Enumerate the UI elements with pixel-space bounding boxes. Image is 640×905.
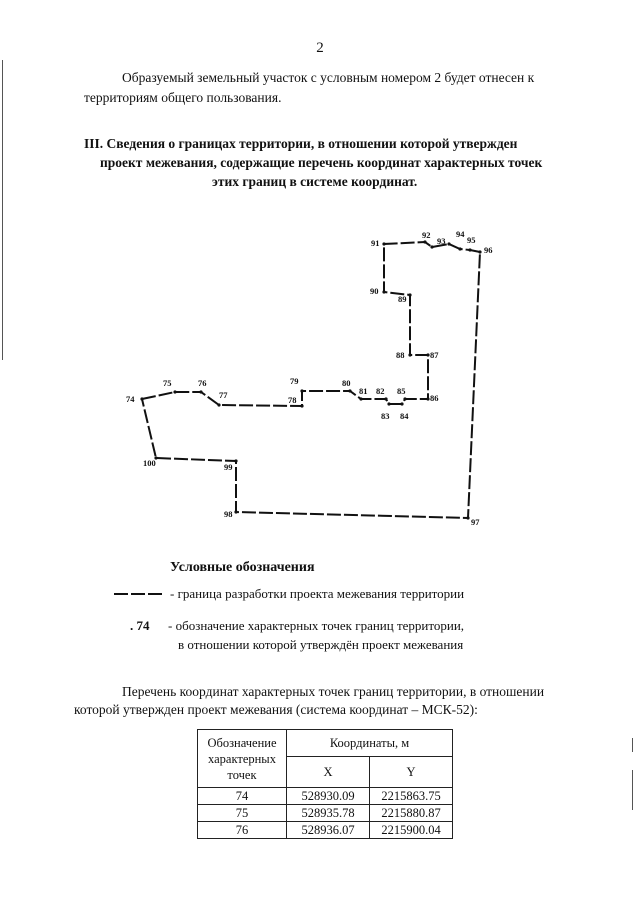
plan-label-100: 100 (143, 458, 156, 468)
legend-boundary-sample (114, 593, 162, 595)
plan-label-88: 88 (396, 350, 405, 360)
table-subheader-row: X Y (198, 756, 453, 788)
intro-line-1: Образуемый земельный участок с условным … (122, 70, 535, 85)
page-number: 2 (316, 40, 324, 56)
section-title-line-1: III. Сведения о границах территории, в о… (84, 136, 518, 151)
boundary-point-marker (217, 403, 221, 407)
boundary-point-marker (300, 389, 304, 393)
cell-y: 2215863.75 (369, 787, 453, 805)
plan-label-74: 74 (126, 394, 135, 404)
plan-label-86: 86 (430, 393, 439, 403)
table-row: 76 528936.07 2215900.04 (197, 821, 453, 839)
cell-point: 75 (197, 804, 287, 822)
legend-point-text-line-2: в отношении которой утверждён проект меж… (178, 637, 464, 652)
list-intro-line-1: Перечень координат характерных точек гра… (122, 684, 545, 699)
header-y: Y (369, 756, 453, 788)
boundary-point-marker (300, 404, 304, 408)
legend-point-text-line-1: - обозначение характерных точек границ т… (168, 618, 465, 633)
boundary-point-marker (423, 240, 427, 244)
cell-y: 2215880.87 (369, 804, 453, 822)
plan-label-99: 99 (224, 462, 233, 472)
cell-y: 2215900.04 (369, 821, 453, 839)
coordinates-table: Обозначение характерных точек Координаты… (197, 729, 453, 839)
boundary-point-marker (400, 402, 404, 406)
boundary-point-marker (234, 510, 238, 514)
plan-label-84: 84 (400, 411, 409, 421)
boundary-point-marker (173, 390, 177, 394)
boundary-plan: 74 75 76 77 78 79 80 81 82 83 84 85 86 8… (126, 229, 493, 527)
plan-label-75: 75 (163, 378, 172, 388)
legend-boundary-text: - граница разработки проекта межевания т… (170, 586, 465, 601)
plan-label-80: 80 (342, 378, 351, 388)
cell-point: 76 (197, 821, 287, 839)
boundary-point-marker (348, 389, 352, 393)
section-title-line-3: этих границ в системе координат. (212, 174, 418, 189)
table-header-row: Обозначение характерных точек Координаты… (197, 729, 453, 788)
boundary-point-marker (466, 516, 470, 520)
boundary-point-marker (426, 353, 430, 357)
list-intro-line-2: которой утвержден проект межевания (сист… (74, 702, 478, 717)
plan-label-97: 97 (471, 517, 480, 527)
plan-label-93: 93 (437, 236, 446, 246)
plan-label-95: 95 (467, 235, 476, 245)
intro-line-2: территориям общего пользования. (84, 90, 282, 105)
boundary-point-marker (408, 293, 412, 297)
boundary-point-marker (403, 397, 407, 401)
boundary-point-marker (382, 290, 386, 294)
plan-label-83: 83 (381, 411, 390, 421)
boundary-point-marker (478, 250, 482, 254)
plan-label-76: 76 (198, 378, 207, 388)
header-x: X (286, 756, 370, 788)
boundary-point-marker (468, 248, 472, 252)
plan-label-81: 81 (359, 386, 368, 396)
plan-label-96: 96 (484, 245, 493, 255)
cell-x: 528936.07 (286, 821, 370, 839)
boundary-point-marker (447, 242, 451, 246)
legend-point-sample: . 74 (130, 618, 150, 633)
plan-label-85: 85 (397, 386, 406, 396)
boundary-point-marker (359, 397, 363, 401)
plan-label-90: 90 (370, 286, 379, 296)
plan-label-92: 92 (422, 230, 431, 240)
header-coordinates: Координаты, м (286, 729, 453, 757)
cell-point: 74 (197, 787, 287, 805)
plan-label-78: 78 (288, 395, 297, 405)
section-title-line-2: проект межевания, содержащие перечень ко… (100, 155, 543, 170)
header-designation: Обозначение характерных точек (197, 729, 287, 788)
boundary-point-marker (458, 247, 462, 251)
boundary-point-marker (140, 397, 144, 401)
boundary-point-marker (387, 402, 391, 406)
boundary-point-marker (384, 397, 388, 401)
scan-edge-mark (632, 770, 633, 810)
boundary-point-marker (234, 459, 238, 463)
territory-boundary-line (141, 240, 482, 520)
boundary-point-marker (154, 456, 158, 460)
plan-label-89: 89 (398, 294, 407, 304)
cell-x: 528935.78 (286, 804, 370, 822)
plan-label-79: 79 (290, 376, 299, 386)
boundary-point-marker (199, 390, 203, 394)
table-row: 75 528935.78 2215880.87 (197, 804, 453, 822)
plan-label-91: 91 (371, 238, 380, 248)
table-row: 74 528930.09 2215863.75 (197, 787, 453, 805)
scan-edge-mark (632, 738, 633, 752)
plan-label-82: 82 (376, 386, 385, 396)
boundary-point-marker (426, 397, 430, 401)
plan-label-87: 87 (430, 350, 439, 360)
legend-title: Условные обозначения (170, 560, 315, 575)
plan-label-98: 98 (224, 509, 233, 519)
boundary-point-marker (382, 242, 386, 246)
boundary-point-marker (430, 245, 434, 249)
plan-label-94: 94 (456, 229, 465, 239)
scan-edge-mark (2, 60, 3, 360)
plan-label-77: 77 (219, 390, 228, 400)
cell-x: 528930.09 (286, 787, 370, 805)
boundary-point-marker (408, 353, 412, 357)
